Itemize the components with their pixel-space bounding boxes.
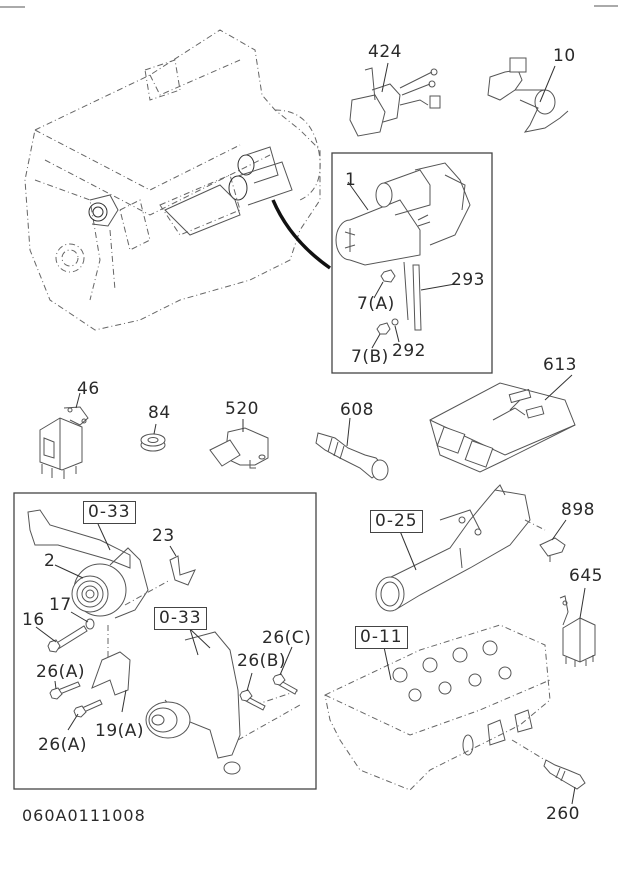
part-label-645: 645: [569, 566, 603, 586]
part-label-26a-upper: 26(A): [36, 662, 86, 682]
part-label-26a-lower: 26(A): [38, 735, 88, 755]
alternator-detail-frame: [13, 492, 317, 790]
sensor-898: [539, 537, 566, 562]
part-label-260: 260: [546, 804, 580, 824]
part-label-613: 613: [543, 355, 577, 375]
water-pipe: [375, 484, 546, 612]
relay-645: [559, 595, 596, 667]
starter-detail-frame: [331, 152, 493, 374]
part-label-26c: 26(C): [262, 628, 312, 648]
part-label-16: 16: [22, 610, 45, 630]
starter-motor: [335, 162, 471, 335]
sensor-bracket-10: [487, 57, 569, 133]
alternator: [27, 509, 301, 775]
part-label-7b: 7(B): [351, 347, 389, 367]
part-label-10: 10: [553, 46, 576, 66]
ref-box-0-33-lower[interactable]: 0-33: [154, 607, 207, 630]
ref-box-0-25[interactable]: 0-25: [370, 510, 423, 533]
part-label-17: 17: [49, 595, 72, 615]
part-label-84: 84: [148, 403, 171, 423]
part-label-2: 2: [44, 551, 56, 571]
part-label-898: 898: [561, 500, 595, 520]
grommet-84: [140, 433, 166, 452]
part-label-292: 292: [392, 341, 426, 361]
sensor-260: [543, 759, 586, 790]
leader-lines: [35, 62, 586, 805]
part-label-46: 46: [77, 379, 100, 399]
part-label-608: 608: [340, 400, 374, 420]
ecu-613: [429, 382, 576, 473]
part-label-293: 293: [451, 270, 485, 290]
part-label-7a: 7(A): [357, 294, 395, 314]
temp-sensor-608: [315, 432, 389, 481]
part-label-1: 1: [345, 170, 357, 190]
ref-box-0-11[interactable]: 0-11: [355, 626, 408, 649]
part-label-19a: 19(A): [95, 721, 145, 741]
relay-46: [39, 406, 89, 479]
part-label-424: 424: [368, 42, 402, 62]
solenoid-424: [349, 67, 441, 137]
part-label-26b: 26(B): [237, 651, 287, 671]
diagram-code: 060A0111008: [22, 806, 146, 825]
cylinder-head: [324, 624, 551, 791]
ref-box-0-33-upper[interactable]: 0-33: [83, 501, 136, 524]
part-label-23: 23: [152, 526, 175, 546]
pressure-sensor-520: [209, 427, 269, 469]
engine-assembly: [24, 29, 332, 331]
part-label-520: 520: [225, 399, 259, 419]
